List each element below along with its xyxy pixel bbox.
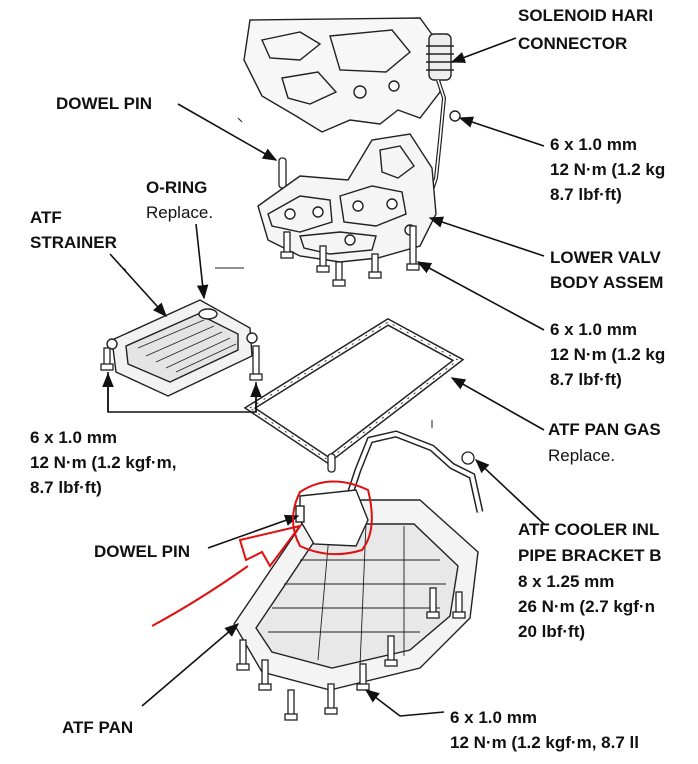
dowel-pin-top-label: DOWEL PIN	[56, 94, 153, 113]
cooler-label-line5: 20 lbf·ft)	[518, 622, 586, 641]
oring-label: O-RING	[146, 178, 208, 197]
atf-strainer	[106, 299, 258, 397]
spec-left-line1: 6 x 1.0 mm	[30, 428, 117, 447]
spec-top-line2: 12 N·m (1.2 kg	[550, 160, 666, 179]
spec-mid-line2: 12 N·m (1.2 kg	[550, 345, 666, 364]
spec-mid-line1: 6 x 1.0 mm	[550, 320, 637, 339]
spec-top-line3: 8.7 lbf·ft)	[550, 185, 622, 204]
dowel-pin-top	[278, 157, 287, 189]
alignment-marks	[119, 117, 433, 428]
cooler-label-line2: PIPE BRACKET B	[518, 546, 662, 565]
spec-left-line3: 8.7 lbf·ft)	[30, 478, 102, 497]
strainer-bolts	[100, 345, 263, 381]
spec-mid-line3: 8.7 lbf·ft)	[550, 370, 622, 389]
spec-left-line2: 12 N·m (1.2 kgf·m,	[30, 453, 177, 472]
oring-note: Replace.	[146, 203, 214, 222]
atf-cooler-inlet-pipe	[344, 430, 484, 513]
atf-pan-gasket	[243, 317, 465, 465]
dowel-pin-bottom-label: DOWEL PIN	[94, 542, 191, 561]
spec-bottom-line1: 6 x 1.0 mm	[450, 708, 537, 727]
red-annotation	[151, 480, 373, 627]
cooler-label-line4: 26 N·m (2.7 kgf·n	[518, 597, 655, 616]
pan-bolts	[236, 587, 466, 721]
valve-body-bolts	[280, 225, 420, 287]
lower-valve-label-line2: BODY ASSEM	[550, 273, 664, 292]
lower-valve-label-line1: LOWER VALV	[550, 248, 661, 267]
lower-valve-body-assembly	[257, 133, 437, 263]
atf-pan	[233, 489, 479, 691]
dowel-pin-gasket	[327, 453, 336, 473]
gasket-note: Replace.	[548, 446, 616, 465]
leader-lines	[102, 37, 545, 717]
solenoid-label-line2: CONNECTOR	[518, 34, 628, 53]
atf-pan-label: ATF PAN	[62, 718, 134, 737]
spec-top-line1: 6 x 1.0 mm	[550, 135, 637, 154]
atf-strainer-label-line2: STRAINER	[30, 233, 117, 252]
cooler-label-line1: ATF COOLER INL	[518, 520, 660, 539]
cooler-label-line3: 8 x 1.25 mm	[518, 572, 615, 591]
atf-pan-gasket-label: ATF PAN GAS	[548, 420, 661, 439]
upper-valve-body	[243, 17, 441, 133]
spec-bottom-line2: 12 N·m (1.2 kgf·m, 8.7 ll	[450, 733, 639, 752]
atf-strainer-label-line1: ATF	[30, 208, 62, 227]
solenoid-label-line1: SOLENOID HARI	[518, 6, 654, 25]
